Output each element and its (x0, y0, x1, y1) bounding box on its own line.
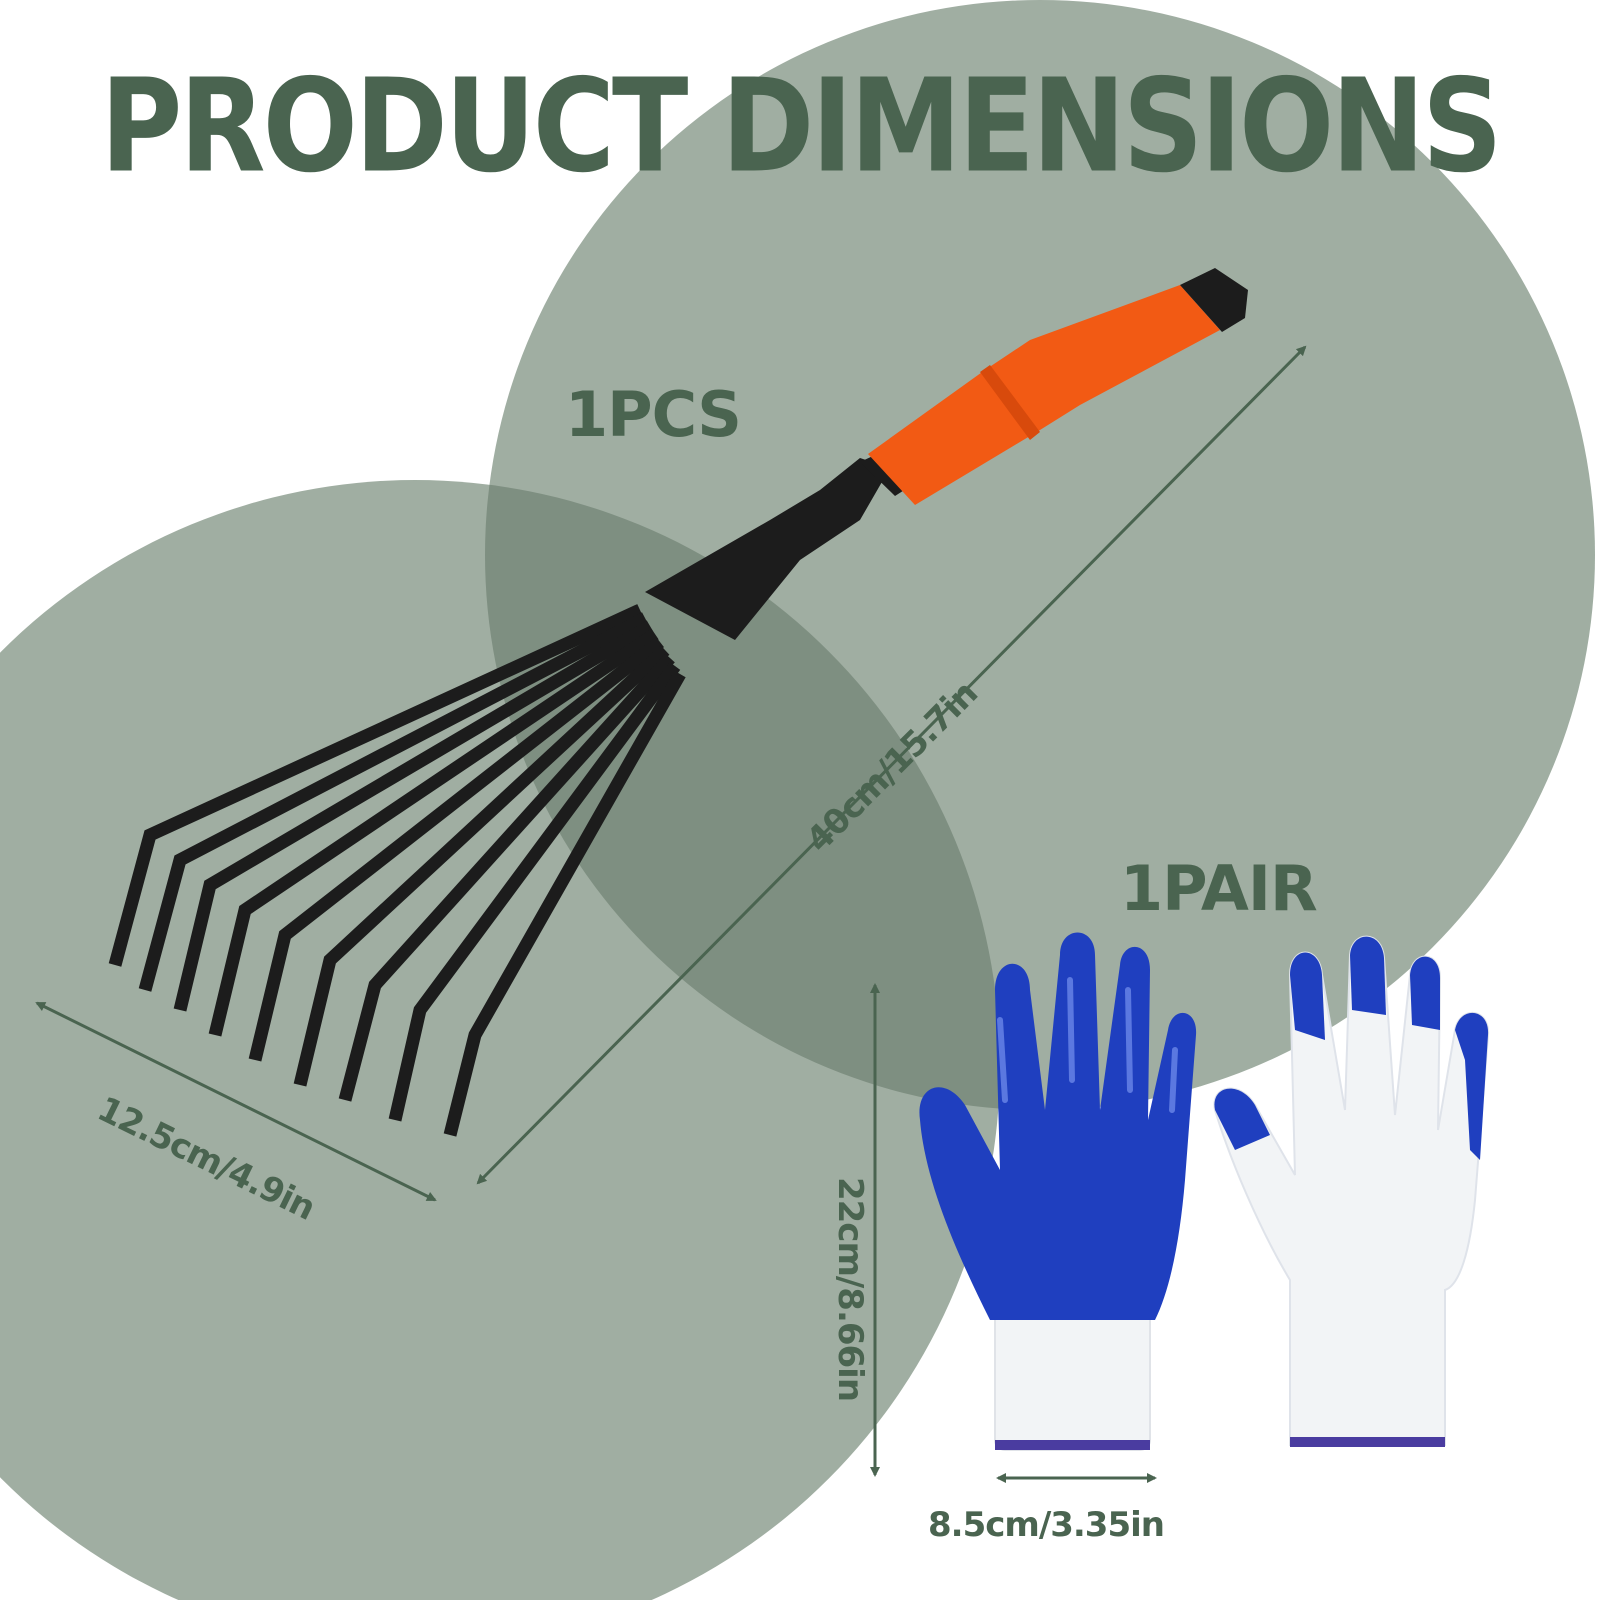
gloves-quantity-label: 1PAIR (1120, 852, 1318, 925)
rake-quantity-label: 1PCS (565, 378, 742, 451)
dimension-arrows (35, 345, 1307, 1483)
page-title: PRODUCT DIMENSIONS (100, 52, 1502, 202)
rake-length-arrow (476, 345, 1307, 1185)
rake-width-arrow (35, 1001, 437, 1202)
glove-height-label: 22cm/8.66in (830, 1176, 871, 1402)
glove-width-label: 8.5cm/3.35in (928, 1505, 1165, 1545)
